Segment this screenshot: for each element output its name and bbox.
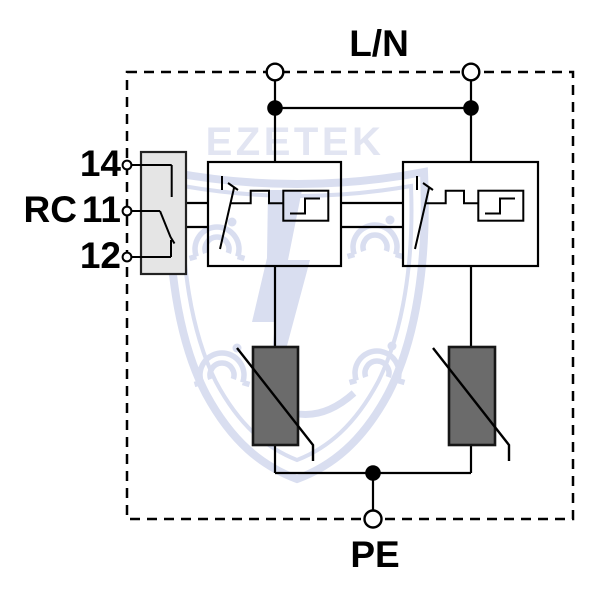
ground-ball bbox=[387, 341, 397, 351]
label-terminal-12: 12 bbox=[80, 235, 121, 276]
watermark-shield-outer-icon bbox=[165, 167, 429, 484]
labels-group: L/N PE RC 14 11 12 bbox=[24, 23, 409, 575]
device-outline-dashed bbox=[125, 70, 575, 521]
watermark-shield-inner-icon bbox=[180, 183, 414, 463]
ground-arcs bbox=[348, 348, 406, 386]
spd-module-2-internals bbox=[413, 174, 525, 251]
watermark-brand-text: EZETEK bbox=[206, 120, 385, 164]
watermark-lightning-bolt-icon bbox=[252, 190, 310, 424]
spd-module-1-box bbox=[206, 160, 343, 268]
label-terminal-14: 14 bbox=[80, 143, 122, 184]
ln-terminal-right bbox=[461, 62, 481, 82]
varistor-2-diagonal bbox=[432, 347, 511, 461]
pe-junction-dot bbox=[365, 465, 381, 481]
trigger-step-symbol bbox=[290, 197, 320, 215]
watermark-ground-icon-1 bbox=[188, 217, 246, 262]
label-ln: L/N bbox=[349, 23, 409, 64]
ground-arcs bbox=[188, 224, 246, 262]
ln-junction-dot-right bbox=[463, 100, 479, 116]
ground-arcs bbox=[193, 350, 251, 388]
circuit-group bbox=[121, 62, 575, 529]
rc-terminal-11 bbox=[121, 205, 133, 217]
ln-terminal-left bbox=[265, 62, 285, 82]
trigger-box bbox=[282, 189, 330, 222]
spd-module-1-internals bbox=[219, 176, 330, 250]
rc-terminal-14 bbox=[121, 159, 133, 171]
pe-terminal bbox=[363, 509, 383, 529]
watermark-ground-icon-2 bbox=[346, 215, 404, 260]
label-pe: PE bbox=[350, 534, 399, 575]
rc-changeover-switch bbox=[131, 164, 176, 258]
watermark-ground-icon-4 bbox=[348, 341, 406, 386]
label-rc: RC bbox=[24, 189, 77, 230]
module-link-lines bbox=[186, 201, 403, 229]
varistor-1-body bbox=[251, 345, 300, 447]
varistor-1-diagonal bbox=[236, 347, 315, 461]
rc-terminal-12 bbox=[121, 251, 133, 263]
spd-module-2-box bbox=[401, 160, 540, 268]
ground-arcs bbox=[346, 222, 404, 260]
thermal-disconnect-symbol bbox=[219, 176, 284, 250]
label-terminal-11: 11 bbox=[82, 189, 121, 230]
ground-ball bbox=[385, 215, 395, 225]
rc-contact-box bbox=[139, 150, 188, 276]
ln-wiring bbox=[273, 80, 473, 162]
pe-wiring bbox=[273, 266, 473, 519]
ground-ball bbox=[227, 217, 237, 227]
ln-junction-dot-left bbox=[267, 100, 283, 116]
